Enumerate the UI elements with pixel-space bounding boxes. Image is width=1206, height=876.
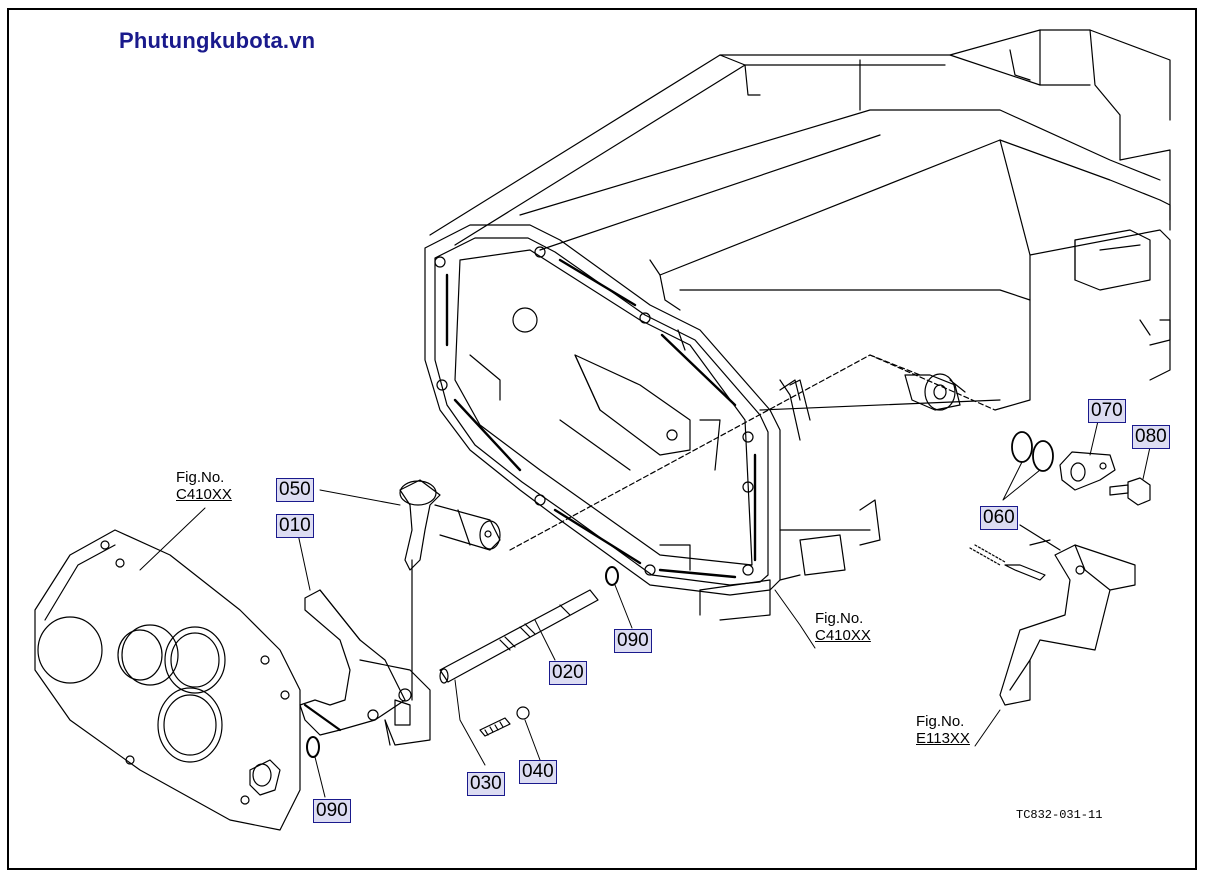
fig-ref-left[interactable]: Fig.No. C410XX [176,469,232,503]
callout-070[interactable]: 070 [1088,399,1126,423]
circlip-lower [306,736,320,758]
fig-ref-left-number: C410XX [176,486,232,503]
callout-050[interactable]: 050 [276,478,314,502]
fig-ref-right-label: Fig.No. [916,713,965,730]
detent-spring [479,717,511,737]
housing-rear-boss [779,373,966,411]
callout-090-lower[interactable]: 090 [313,799,351,823]
leader-lines [139,420,1151,798]
fig-ref-center-number: C410XX [815,627,871,644]
o-ring-pair [1011,431,1054,472]
callout-020[interactable]: 020 [549,661,587,685]
fig-ref-right[interactable]: Fig.No. E113XX [916,713,970,747]
callout-090-upper[interactable]: 090 [614,629,652,653]
circlip-upper [605,566,619,586]
shift-rod [439,589,599,684]
drawing-number: TC832-031-11 [1016,808,1103,822]
hex-bolt [1109,477,1151,506]
transmission-housing [429,29,1171,621]
fig-ref-center[interactable]: Fig.No. C410XX [815,610,871,644]
fig-ref-left-label: Fig.No. [176,469,225,486]
callout-030[interactable]: 030 [467,772,505,796]
fig-ref-center-label: Fig.No. [815,610,864,627]
retainer-plate [1059,451,1116,491]
shift-arm [399,479,501,701]
callout-010[interactable]: 010 [276,514,314,538]
callout-080[interactable]: 080 [1132,425,1170,449]
callout-060[interactable]: 060 [980,506,1018,530]
bracket [969,524,1136,706]
drawing-frame [7,8,1197,870]
callout-040[interactable]: 040 [519,760,557,784]
housing-front-flange [424,224,781,596]
left-cover-plate [34,529,301,831]
fig-ref-right-number: E113XX [916,730,970,747]
detent-ball [516,706,530,720]
watermark-logo: Phutungkubota.vn [119,28,316,53]
assembly-lines [509,354,996,551]
shift-fork [299,589,431,746]
